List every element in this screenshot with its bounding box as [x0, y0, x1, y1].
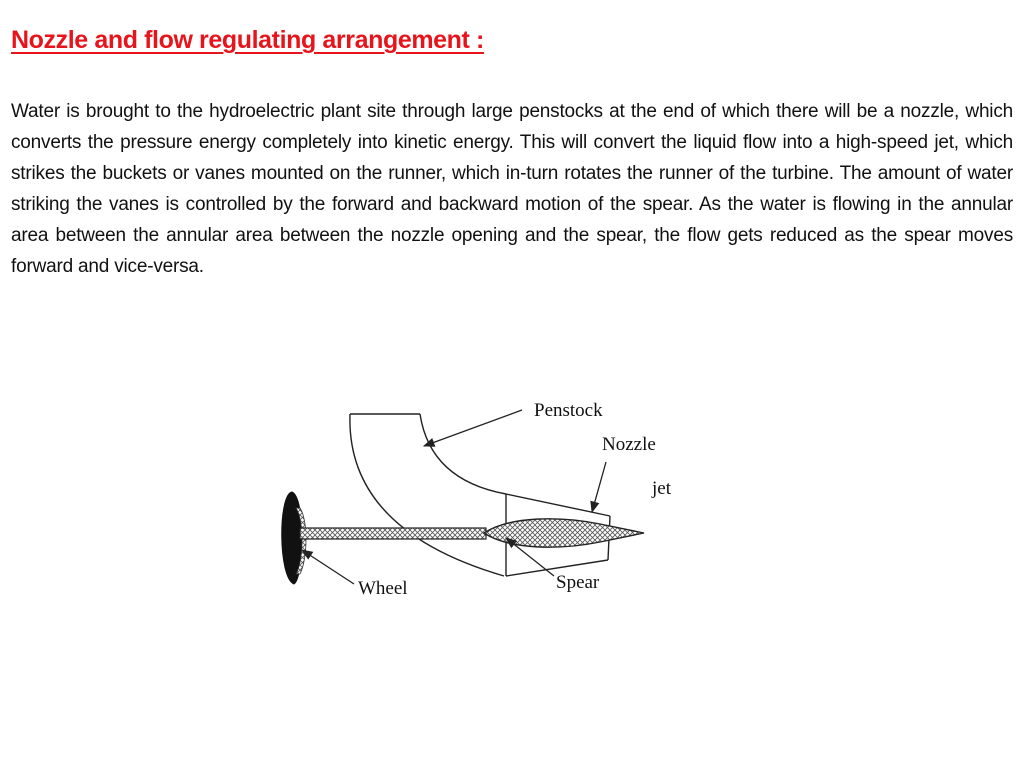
nozzle-arrow [590, 461, 607, 514]
wheel-label: Wheel [358, 578, 408, 599]
spear-arrow [505, 537, 555, 577]
spear-rod [299, 527, 487, 540]
body-paragraph: Water is brought to the hydroelectric pl… [11, 101, 1013, 277]
penstock-pipe [349, 413, 507, 577]
penstock-label: Penstock [534, 400, 603, 421]
wheel-arrow [301, 549, 355, 585]
penstock-arrow [422, 409, 523, 447]
jet-label: jet [651, 478, 672, 499]
nozzle-label: Nozzle [602, 434, 656, 455]
page-title: Nozzle and flow regulating arrangement : [11, 26, 484, 54]
spear-head [482, 518, 645, 548]
spear-label: Spear [556, 572, 600, 593]
nozzle-diagram: Penstock Nozzle jet Wheel Spear [281, 400, 672, 599]
